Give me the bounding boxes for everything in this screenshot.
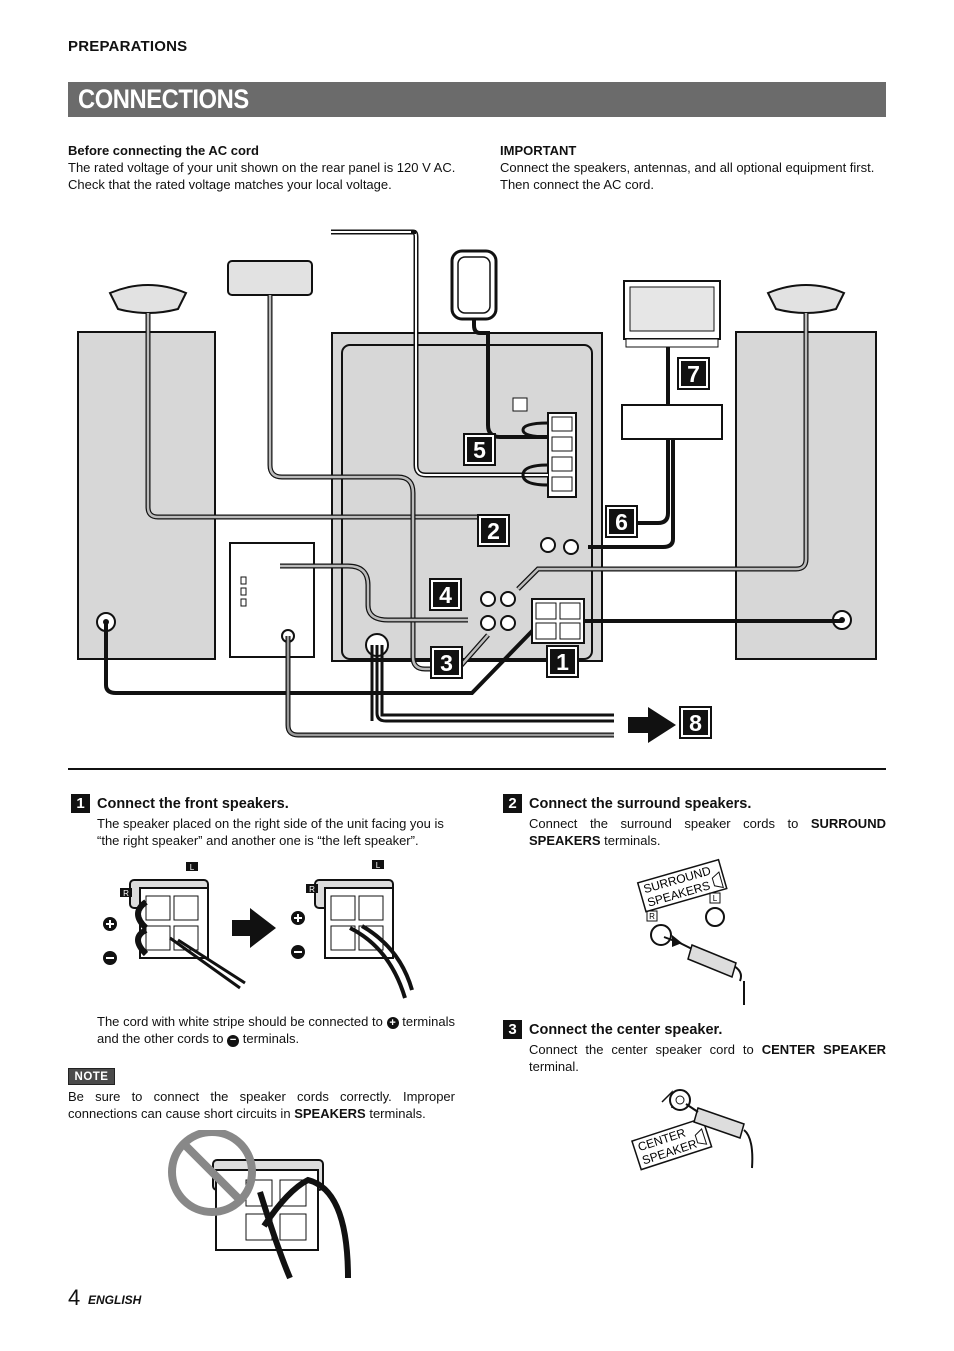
svg-text:3: 3	[440, 650, 453, 676]
minus-icon	[103, 951, 117, 965]
page-number: 4	[68, 1285, 81, 1310]
right-arrow-icon	[232, 908, 276, 948]
callout-6: 6	[605, 505, 638, 538]
step-3-heading: Connect the center speaker.	[529, 1022, 723, 1038]
note-text-a: Be sure to connect the speaker cords cor…	[68, 1089, 455, 1121]
step-2-text: Connect the surround speaker cords to SU…	[529, 816, 886, 849]
connection-diagram: 1 2 3 4 5 6 7 8	[77, 229, 877, 743]
svg-text:L: L	[190, 863, 195, 872]
step-2-text-bold: SURROUND SPEAKERS	[529, 816, 886, 848]
left-surround-speaker	[108, 284, 188, 314]
important-heading: IMPORTANT	[500, 143, 577, 158]
svg-text:R: R	[649, 912, 655, 921]
step-2-text-b: terminals.	[604, 832, 661, 848]
page-title: CONNECTIONS	[78, 84, 249, 114]
section-label: PREPARATIONS	[68, 38, 188, 55]
ac-cord-heading: Before connecting the AC cord	[68, 143, 259, 158]
plus-icon	[103, 917, 117, 931]
callout-3: 3	[430, 646, 463, 679]
step-3-text-b: terminal.	[529, 1058, 579, 1074]
svg-text:7: 7	[687, 361, 700, 387]
svg-text:2: 2	[487, 518, 500, 544]
svg-text:1: 1	[556, 649, 569, 675]
step-3-text: Connect the center speaker cord to CENTE…	[529, 1042, 886, 1075]
polarity-text-c: terminals.	[242, 1030, 300, 1046]
subwoofer	[229, 542, 315, 658]
step-2-badge: 2	[503, 794, 522, 813]
note-text: Be sure to connect the speaker cords cor…	[68, 1089, 455, 1122]
svg-text:L: L	[376, 861, 381, 870]
minus-icon: −	[227, 1034, 240, 1047]
center-speaker	[227, 260, 313, 296]
callout-4: 4	[429, 578, 462, 611]
note-text-b: terminals.	[369, 1105, 426, 1121]
step-3-badge: 3	[503, 1020, 522, 1039]
step-1-polarity-text: The cord with white stripe should be con…	[97, 1014, 455, 1047]
step-3-text-bold: CENTER SPEAKER	[761, 1042, 886, 1057]
svg-text:L: L	[713, 894, 718, 903]
svg-text:6: 6	[615, 509, 628, 535]
plus-icon: +	[386, 1017, 399, 1029]
callout-2: 2	[477, 514, 510, 547]
svg-text:R: R	[123, 889, 129, 898]
footer-language: ENGLISH	[88, 1293, 142, 1307]
right-surround-speaker	[766, 284, 846, 314]
svg-text:R: R	[309, 885, 315, 894]
prohibited-icon	[168, 1130, 256, 1216]
step-3-text-a: Connect the center speaker cord to	[529, 1042, 754, 1057]
polarity-text-b: terminals and the other cords to	[97, 1014, 455, 1046]
step-1-badge: 1	[71, 794, 90, 813]
polarity-text-a: The cord with white stripe should be con…	[97, 1014, 383, 1029]
front-speaker-terminal-illustration: R L R L	[103, 860, 414, 999]
callout-1: 1	[546, 645, 579, 678]
svg-text:5: 5	[473, 437, 486, 463]
center-terminal-illustration: CENTER SPEAKER	[631, 1089, 754, 1171]
title-bar: CONNECTIONS	[68, 82, 886, 117]
step-2-heading: Connect the surround speakers.	[529, 796, 752, 812]
incorrect-connection-illustration	[168, 1130, 351, 1280]
callout-7: 7	[677, 357, 710, 390]
vcr	[621, 404, 723, 440]
note-badge: NOTE	[68, 1068, 115, 1085]
section-divider	[68, 768, 886, 770]
callout-5: 5	[463, 433, 496, 466]
step-1-heading: Connect the front speakers.	[97, 796, 289, 812]
callout-8: 8	[679, 706, 712, 739]
step-2-text-a: Connect the surround speaker cords to	[529, 816, 799, 831]
important-text: Connect the speakers, antennas, and all …	[500, 160, 875, 192]
surround-terminal-illustration: SURROUND SPEAKERS R L	[636, 858, 745, 1005]
ac-cord-text: The rated voltage of your unit shown on …	[68, 160, 456, 192]
note-text-bold: SPEAKERS	[294, 1105, 366, 1121]
step-1-text: The speaker placed on the right side of …	[97, 816, 444, 848]
svg-text:8: 8	[689, 710, 702, 736]
svg-text:4: 4	[439, 582, 452, 608]
